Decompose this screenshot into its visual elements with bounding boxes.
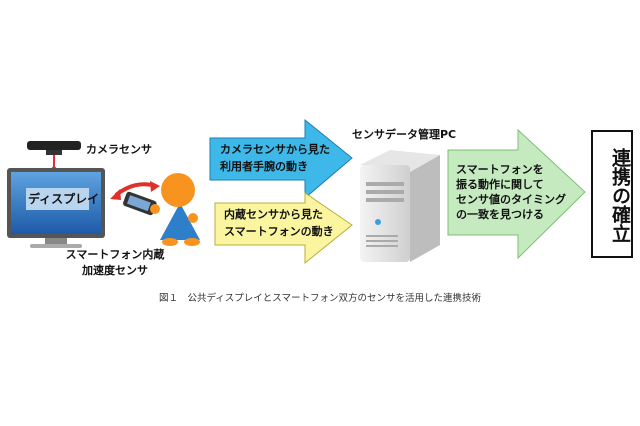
smartphone-icon — [123, 191, 157, 216]
blue-arrow-text-2: 利用者手腕の動き — [220, 160, 308, 173]
camera-sensor-icon — [27, 141, 81, 172]
green-arrow-shape — [447, 128, 586, 260]
blue-arrow-text-1: カメラセンサから見た — [220, 143, 330, 156]
green-arrow-text-3: センサ値のタイミング — [456, 193, 566, 206]
server-pc-icon — [360, 150, 440, 262]
swing-arrow-icon — [110, 181, 160, 200]
person-icon — [150, 173, 200, 246]
result-box-text: 連携の確立 — [609, 147, 631, 243]
blue-arrow-shape — [209, 118, 353, 200]
camera-sensor-label: カメラセンサ — [86, 143, 152, 156]
result-box-frame — [591, 130, 633, 258]
figure-caption: 図１ 公共ディスプレイとスマートフォン双方のセンサを活用した連携技術 — [158, 293, 482, 304]
green-arrow-text-2: 振る動作に関して — [456, 178, 544, 191]
phone-sensor-label-1: スマートフォン内蔵 — [65, 248, 165, 261]
phone-sensor-label-2: 加速度センサ — [82, 264, 148, 277]
display-label: ディスプレイ — [28, 192, 100, 206]
green-arrow-text-1: スマートフォンを — [456, 163, 544, 176]
server-label: センサデータ管理PC — [352, 128, 457, 141]
yellow-arrow-shape — [214, 192, 353, 265]
green-arrow-text-4: の一致を見つける — [456, 208, 544, 221]
yellow-arrow-text-1: 内蔵センサから見た — [224, 208, 323, 221]
yellow-arrow-text-2: スマートフォンの動き — [224, 225, 334, 238]
display-tv-icon — [7, 168, 105, 248]
